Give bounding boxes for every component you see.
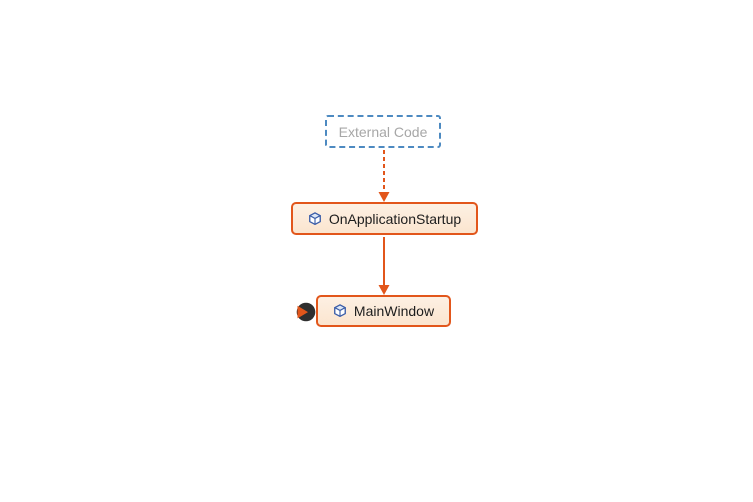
node-mainwindow[interactable]: MainWindow <box>316 295 451 327</box>
incoming-link-badge[interactable] <box>296 302 316 322</box>
node-onapplicationstartup-label: OnApplicationStartup <box>328 210 462 227</box>
node-external-code-label: External Code <box>338 123 428 140</box>
down-arrowhead-icon <box>378 285 390 295</box>
right-arrow-icon <box>297 305 308 319</box>
node-external-code[interactable]: External Code <box>325 115 441 148</box>
method-cube-icon <box>334 304 346 317</box>
edge-onapplicationstartup-to-mainwindow[interactable] <box>378 237 390 295</box>
node-onapplicationstartup[interactable]: OnApplicationStartup <box>291 202 478 235</box>
down-arrowhead-icon <box>378 192 390 202</box>
edge-external-code-to-onapplicationstartup[interactable] <box>378 150 390 202</box>
node-mainwindow-label: MainWindow <box>353 303 435 319</box>
method-cube-icon <box>309 211 321 225</box>
